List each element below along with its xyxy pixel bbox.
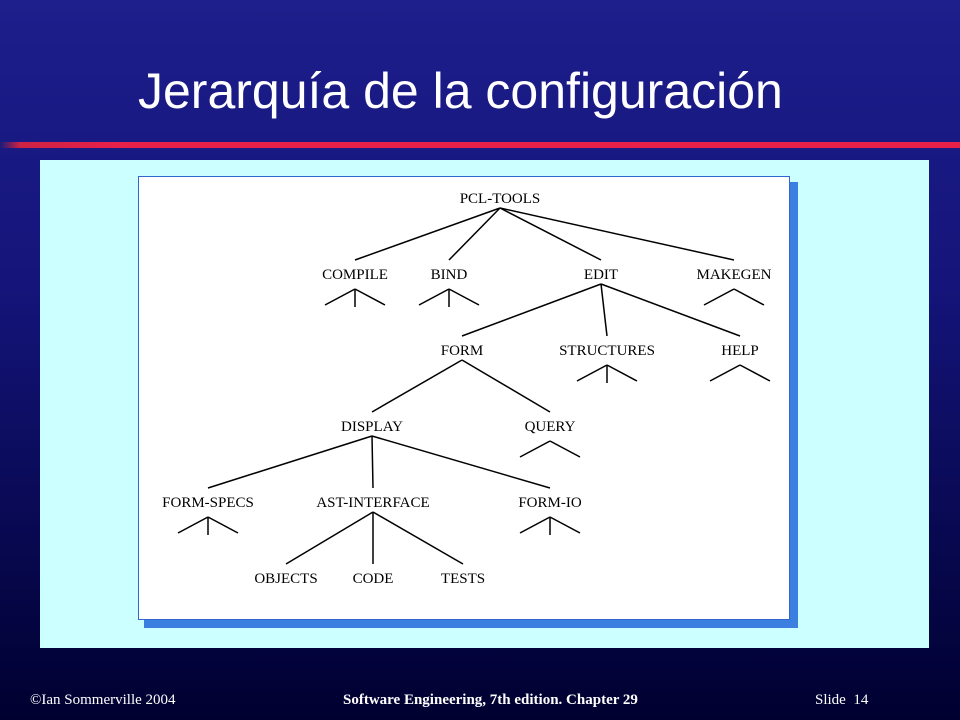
tree-edge-tests [372,511,464,565]
tree-edge-form-specs [207,435,373,489]
tree-edge-help [600,283,741,337]
tree-node-ast-interface: AST-INTERFACE [316,495,429,511]
tree-node-structures: STRUCTURES [559,343,655,359]
tree-node-form-specs: FORM-SPECS [162,495,254,511]
diagram-card [138,176,790,620]
tree-node-query: QUERY [525,419,576,435]
tree-node-display: DISPLAY [341,419,403,435]
collapsed-branch-right-makegen [733,288,765,306]
tree-edge-form [461,283,602,337]
tree-node-edit: EDIT [584,267,618,283]
collapsed-branch-left-form-io [519,516,551,534]
collapsed-branch-left-form-specs [177,516,209,534]
slide-title: Jerarquía de la configuración [138,63,783,119]
collapsed-branch-right-form-io [549,516,581,534]
collapsed-branch-right-structures [606,364,638,382]
tree-node-compile: COMPILE [322,267,388,283]
title-divider [0,142,960,148]
collapsed-branch-right-help [739,364,771,382]
footer-book-title: Software Engineering, 7th edition. Chapt… [343,692,638,708]
footer-slide-number: Slide 14 [815,692,868,709]
tree-node-code: CODE [353,571,394,587]
tree-edge-query [461,359,551,413]
tree-node-tests: TESTS [441,571,485,587]
tree-edge-display [371,359,463,413]
tree-edge-objects [285,511,374,565]
collapsed-branch-right-query [549,440,581,458]
tree-edge-compile [354,207,501,261]
tree-edge-edit [499,207,602,261]
tree-edge-ast-interface [371,435,374,489]
collapsed-branch-left-compile [324,288,356,306]
tree-node-objects: OBJECTS [254,571,317,587]
collapsed-branch-left-makegen [703,288,735,306]
collapsed-branch-right-form-specs [207,516,239,534]
collapsed-branch-right-bind [448,288,480,306]
footer-copyright: ©Ian Sommerville 2004 [30,692,176,708]
collapsed-branch-left-structures [576,364,608,382]
tree-edge-makegen [499,207,735,261]
tree-node-pcl-tools: PCL-TOOLS [460,191,541,207]
collapsed-branch-left-query [519,440,551,458]
slide-number: 14 [853,692,869,708]
tree-node-form: FORM [441,343,484,359]
slide-label: Slide [815,692,846,708]
tree-node-bind: BIND [431,267,468,283]
tree-node-form-io: FORM-IO [518,495,582,511]
tree-edge-structures [600,283,608,337]
tree-node-help: HELP [721,343,759,359]
tree-edge-form-io [371,435,551,489]
tree-edge-bind [448,207,501,261]
collapsed-branch-left-bind [418,288,450,306]
tree-node-makegen: MAKEGEN [697,267,772,283]
collapsed-branch-left-help [709,364,741,382]
collapsed-branch-right-compile [354,288,386,306]
